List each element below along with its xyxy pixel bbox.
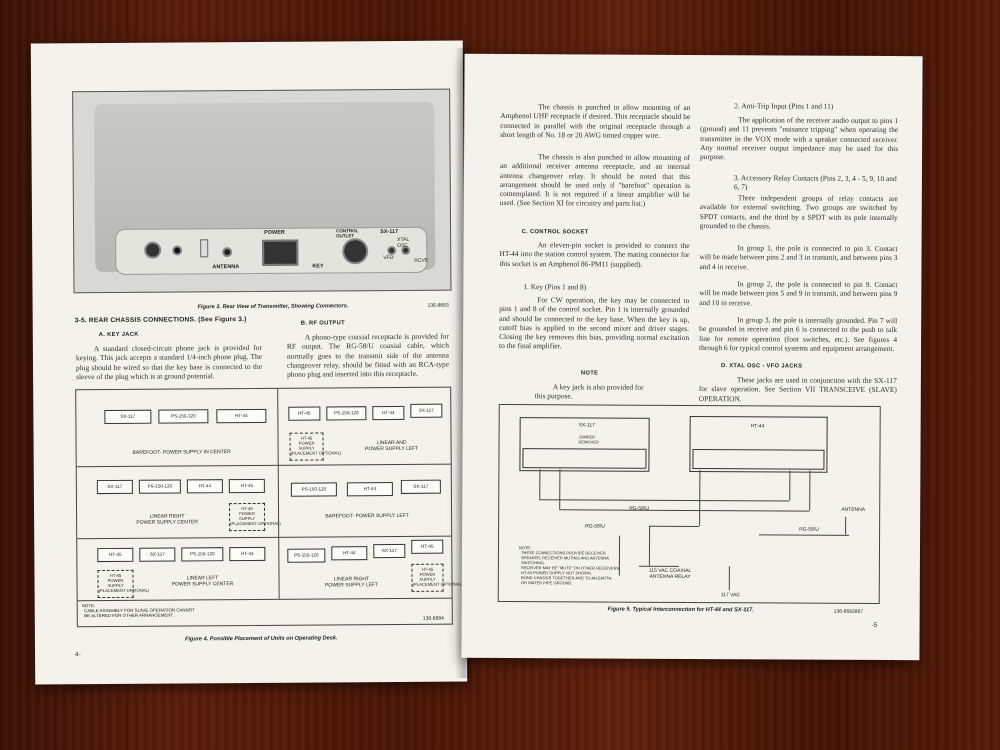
figure4-diagram: SX-117 PS-150-120 HT-44 BAREFOOT- POWER … [75, 386, 463, 628]
rcve-switch [200, 239, 209, 258]
page-number-right: -5 [871, 621, 878, 629]
fuse-holder [144, 241, 162, 259]
page-number-left: 4- [75, 651, 81, 659]
l5-unit-3: PS-150-120 [181, 547, 224, 562]
relay-label: 115 VAC COAXIAL ANTENNA RELAY [648, 567, 692, 580]
left-page: POWER CONTROL OUTLET SX-117 ANTENNA KEY … [30, 40, 468, 685]
col2-paragraph-5: In group 3, the pole is internally groun… [699, 315, 898, 353]
col2-paragraph-2: Three independent groups of relay contac… [699, 193, 898, 231]
key-jack-paragraph: A standard closed-circuit phone jack is … [75, 342, 263, 382]
col2-paragraph-6: These jacks are used in conjunction with… [698, 375, 897, 403]
col2-paragraph-4: In group 2, the pole is connected to pin… [699, 279, 898, 307]
label-sx117: SX-117 [380, 228, 399, 236]
subsection-relay-contacts: 3. Accessory Relay Contacts (Pins 2, 3, … [733, 173, 897, 192]
figure3-code: 136-8683 [427, 302, 449, 309]
figure5-caption: Figure 5. Typical Interconnection for HT… [607, 606, 754, 614]
l2-unit-4: SX-117 [410, 403, 443, 418]
label-power: POWER [264, 229, 285, 236]
ht44-label: HT-44 [750, 423, 765, 430]
l3-unit-1: SX-117 [96, 479, 133, 495]
rear-connector-panel: POWER CONTROL OUTLET SX-117 ANTENNA KEY … [115, 226, 429, 275]
l4-unit-2: HT-44 [346, 481, 393, 497]
l2-unit-2: PS-150-120 [326, 406, 367, 421]
l4-unit-3: SX-117 [400, 479, 441, 494]
l3-unit-2: PS-150-120 [138, 479, 181, 494]
label-key: KEY [312, 263, 324, 270]
l6-unit-1: PS-150-120 [287, 548, 326, 563]
note-title: NOTE [580, 370, 599, 377]
l3-unit-3: HT-44 [186, 479, 223, 494]
figure4-caption: Figure 4. Possible Placement of Units on… [184, 635, 338, 643]
l6-caption: LINEAR RIGHT POWER SUPPLY LEFT [324, 576, 379, 589]
rf-output-paragraph: A phono-type coaxial receptacle is provi… [286, 331, 450, 379]
antenna-label: ANTENNA [841, 506, 866, 513]
l2-unit-1: HT-45 [288, 406, 321, 421]
section-title: 3-5. REAR CHASSIS CONNECTIONS. (See Figu… [74, 316, 247, 325]
l6-unit-3: SX-117 [373, 543, 406, 559]
subsection-key-jack: A. KEY JACK [98, 331, 139, 339]
rg58-label-b: RG-58/U [629, 505, 649, 512]
l3-optional-supply: HT-45 POWER SUPPLY (PLACEMENT OPTIONAL) [228, 502, 281, 532]
l6-optional-supply: HT-45 POWER SUPPLY (PLACEMENT OPTIONAL) [411, 563, 463, 592]
col1-paragraph-1: The chassis is punched to allow mounting… [500, 102, 691, 140]
l3-unit-4: HT-45 [228, 478, 265, 494]
subsection-rf-output: B. RF OUTPUT [300, 320, 345, 327]
l5-unit-1: HT-45 [97, 547, 134, 563]
l2-optional-supply: HT-45 POWER SUPPLY (PLACEMENT OPTIONAL) [289, 432, 341, 461]
vfo-jack [387, 245, 397, 256]
col2-paragraph-3: In group 1, the pole is connected to pin… [699, 243, 898, 271]
label-xtal: XTAL OSC [397, 236, 410, 249]
l2-unit-3: HT-44 [372, 405, 405, 421]
right-page: The chassis is punched to allow mounting… [461, 53, 923, 661]
l2-caption: LINEAR AND POWER SUPPLY LEFT [364, 439, 419, 453]
label-rcve: RCVE [414, 257, 429, 264]
label-antenna: ANTENNA [212, 264, 240, 271]
vac-label: 117 VAC [720, 592, 741, 599]
col1-paragraph-3: An eleven-pin socket is provided to conn… [499, 240, 690, 269]
figure5-note: NOTE: THESE CONNECTIONS PROVIDE RECEIVER… [518, 545, 621, 586]
col2-paragraph-1: The application of the receiver audio ou… [700, 115, 899, 162]
l6-unit-4: HT-45 [411, 539, 444, 554]
sx117-rear-strip [522, 448, 647, 469]
subsection-key-pins: 1. Key (Pins 1 and 8) [523, 282, 587, 292]
figure4-code: 136-8684 [422, 615, 444, 622]
note-text: A key jack is also provided for this pur… [534, 382, 644, 401]
subsection-control-socket: C. CONTROL SOCKET [521, 229, 589, 236]
rg58-label-a: RG-58/U [585, 523, 605, 530]
figure4-note: NOTE: CABLE ASSEMBLY FOR SLAVE OPERATION… [81, 603, 195, 619]
jumper-label: JUMPER REMOVED [578, 434, 599, 445]
col1-paragraph-2: The chassis is also punched to allow mou… [499, 152, 691, 209]
key-jack [172, 245, 183, 256]
sx117-unit: SX-117 JUMPER REMOVED [519, 417, 650, 472]
figure5-diagram: SX-117 JUMPER REMOVED HT-44 ANTENNA RG-5… [497, 403, 881, 604]
l6-unit-2: HT-44 [331, 546, 368, 561]
transmitter-rear-photo: POWER CONTROL OUTLET SX-117 ANTENNA KEY … [72, 88, 452, 294]
label-control-outlet: CONTROL OUTLET [336, 228, 359, 239]
l4-caption: BAREFOOT- POWER SUPPLY LEFT [325, 512, 409, 520]
l5-unit-2: SX-117 [139, 547, 176, 562]
ht44-rear-strip [692, 449, 825, 470]
l1-caption: BAREFOOT- POWER SUPPLY IN CENTER [132, 449, 231, 456]
l1-unit-1: SX-117 [104, 409, 152, 425]
l5-unit-4: HT-44 [229, 546, 266, 562]
antenna-jack [222, 247, 233, 258]
transmitter-cabinet: POWER CONTROL OUTLET SX-117 ANTENNA KEY … [94, 101, 436, 275]
label-vfo: VFO [383, 254, 394, 262]
control-outlet-socket [342, 238, 369, 265]
l1-unit-3: HT-44 [216, 408, 267, 424]
subsection-anti-trip: 2. Anti-Trip Input (Pins 1 and 11) [734, 101, 834, 111]
figure3-caption: Figure 3. Rear View of Transmitter, Show… [197, 303, 349, 311]
l5-caption: LINEAR LEFT POWER SUPPLY CENTER [171, 575, 234, 588]
ht44-unit: HT-44 [689, 415, 828, 473]
rg58-label-c: RG-58/U [799, 526, 819, 533]
power-socket [262, 239, 299, 266]
figure5-code: 136-8682867 [833, 608, 864, 615]
l4-unit-1: PS-150-120 [290, 482, 337, 497]
l3-caption: LINEAR RIGHT POWER SUPPLY CENTER [136, 513, 198, 526]
sx117-label: SX-117 [578, 422, 595, 429]
l5-optional-supply: HT-45 POWER SUPPLY (PLACEMENT OPTIONAL) [97, 569, 149, 599]
subsection-xtal-vfo: D. XTAL OSC - VFO JACKS [720, 363, 803, 370]
l1-unit-2: PS-150-120 [158, 409, 209, 424]
col1-paragraph-4: For CW operation, the key may be connect… [499, 295, 690, 351]
